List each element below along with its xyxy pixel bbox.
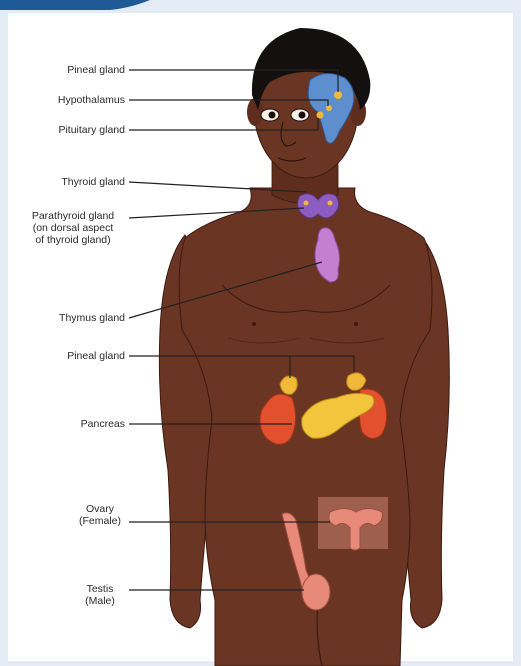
parathyroid-dot-2	[328, 201, 333, 206]
label-parathyroid-line1: Parathyroid gland	[18, 210, 128, 222]
label-testis: Testis (Male)	[75, 583, 125, 607]
right-pupil	[299, 112, 306, 119]
left-adrenal-gland	[280, 376, 297, 394]
left-pupil	[269, 112, 276, 119]
label-parathyroid-line2: (on dorsal aspect	[18, 222, 128, 234]
label-parathyroid: Parathyroid gland (on dorsal aspect of t…	[18, 210, 128, 246]
label-pineal-adrenal: Pineal gland	[45, 350, 125, 362]
label-hypothalamus: Hypothalamus	[35, 94, 125, 106]
label-ovary-line1: Ovary	[75, 503, 125, 515]
label-pancreas: Pancreas	[55, 418, 125, 430]
testis	[302, 574, 330, 610]
label-ovary: Ovary (Female)	[75, 503, 125, 527]
label-testis-line2: (Male)	[75, 595, 125, 607]
parathyroid-dot-1	[304, 201, 309, 206]
pineal-dot	[334, 91, 342, 99]
label-pituitary: Pituitary gland	[30, 124, 125, 136]
label-parathyroid-line3: of thyroid gland)	[18, 234, 128, 246]
pituitary-dot	[317, 112, 324, 119]
label-thymus: Thymus gland	[35, 312, 125, 324]
hypothalamus-dot	[326, 105, 332, 111]
label-pineal-top: Pineal gland	[50, 64, 125, 76]
label-ovary-line2: (Female)	[75, 515, 125, 527]
left-nipple	[252, 322, 256, 326]
label-thyroid: Thyroid gland	[35, 176, 125, 188]
right-nipple	[354, 322, 358, 326]
label-testis-line1: Testis	[75, 583, 125, 595]
